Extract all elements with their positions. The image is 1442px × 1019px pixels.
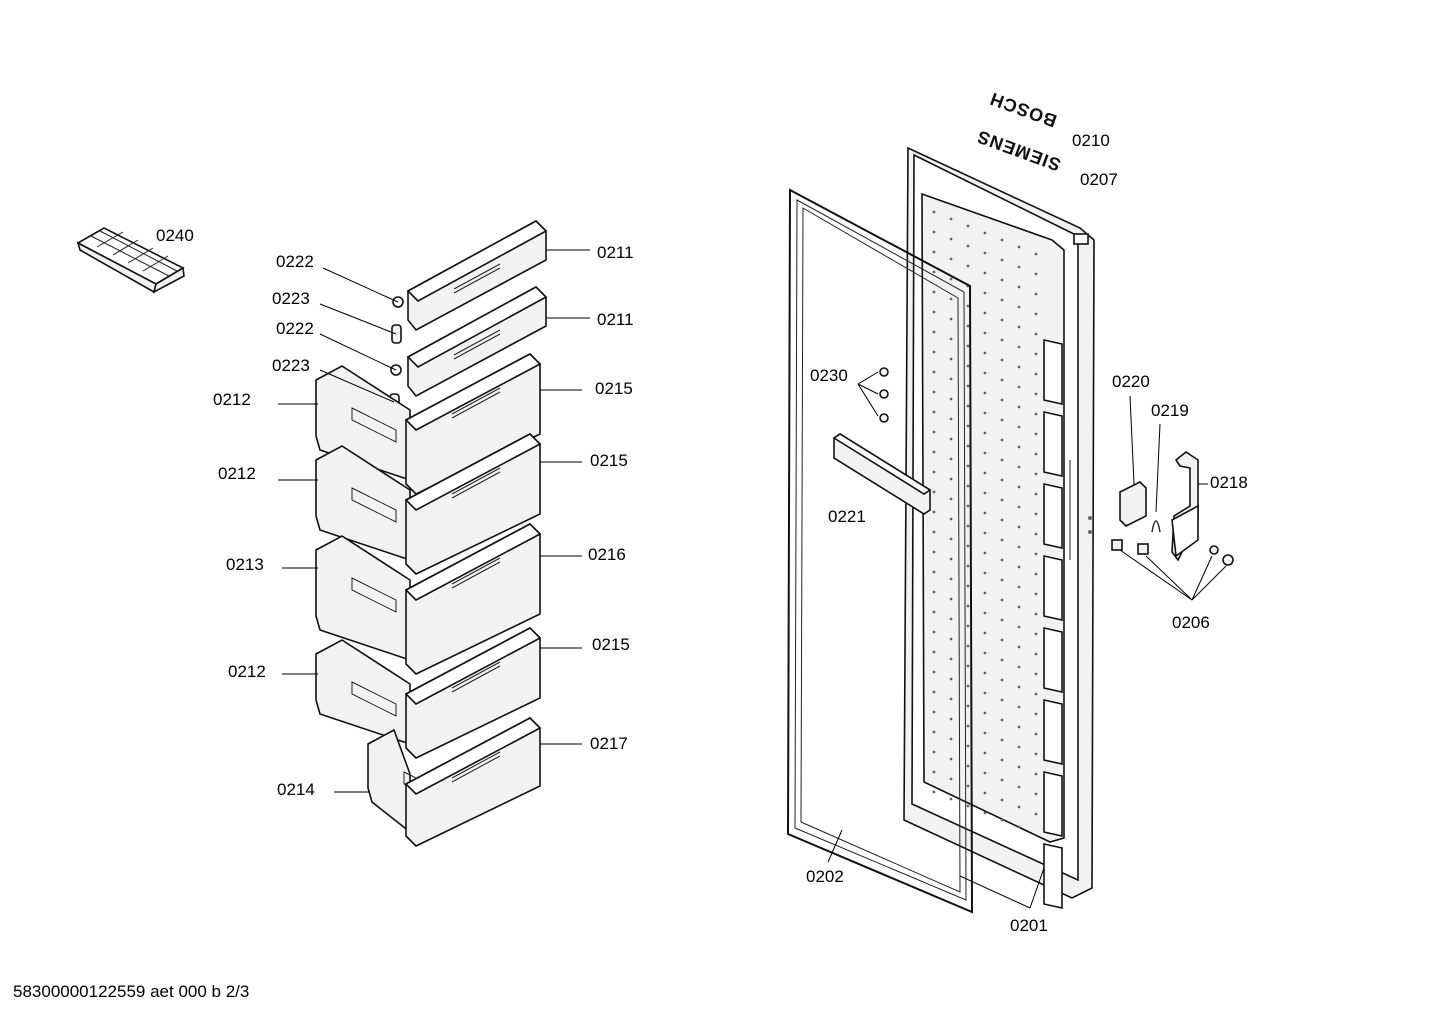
label-0223-lower: 0223 [272,356,310,375]
clip-pin-upper [391,296,404,344]
drawer-stack [315,353,542,847]
door-gasket [786,188,974,914]
door-handle [832,433,932,515]
drawer-5 [367,717,542,847]
label-0221: 0221 [828,507,866,526]
svg-text:BOSCH: BOSCH [987,88,1060,131]
label-0210: 0210 [1072,131,1110,150]
label-0218: 0218 [1210,473,1248,492]
label-0230: 0230 [810,366,848,385]
drawer-flap-upper [406,220,548,332]
leader-lines [278,249,1227,909]
drawer-3 [315,523,542,675]
hinge-spring [1151,520,1161,533]
label-0222-upper: 0222 [276,252,314,271]
svg-text:SIEMENS: SIEMENS [974,126,1064,175]
label-0207: 0207 [1080,170,1118,189]
label-0214: 0214 [277,780,315,799]
screws-set [879,367,889,423]
label-0215-third: 0215 [592,635,630,654]
label-0219: 0219 [1151,401,1189,420]
drawer-flap-lower [406,286,548,398]
label-0217: 0217 [590,734,628,753]
label-0212-third: 0212 [228,662,266,681]
freezer-door [903,146,1095,909]
door-shelf-ridges [1043,339,1063,909]
document-footer-id: 58300000122559 aet 000 b 2/3 [13,982,249,1001]
label-0215-first: 0215 [595,379,633,398]
label-0223-upper: 0223 [272,289,310,308]
label-0215-second: 0215 [590,451,628,470]
hinge-cover [1119,481,1147,527]
siemens-logo: SIEMENS [974,126,1064,175]
label-0212-first: 0212 [213,390,251,409]
callout-labels: 0240 0222 0223 0222 0223 0211 0211 0215 … [156,131,1248,935]
door-inner-dots [932,210,1038,829]
label-0220: 0220 [1112,372,1150,391]
label-0201: 0201 [1010,916,1048,935]
hinge-bracket [1171,451,1199,562]
drawer-2 [315,433,542,575]
label-0240: 0240 [156,226,194,245]
label-0212-second: 0212 [218,464,256,483]
ice-cube-tray [76,227,185,294]
label-0211-lower: 0211 [597,310,634,329]
bosch-logo: BOSCH [987,88,1060,131]
label-0202: 0202 [806,867,844,886]
label-0211-upper: 0211 [597,243,634,262]
hinge-small-parts [1111,539,1234,566]
label-0222-lower: 0222 [276,319,314,338]
label-0213: 0213 [226,555,264,574]
drawer-4 [315,627,542,759]
label-0216: 0216 [588,545,626,564]
label-0206: 0206 [1172,613,1210,632]
